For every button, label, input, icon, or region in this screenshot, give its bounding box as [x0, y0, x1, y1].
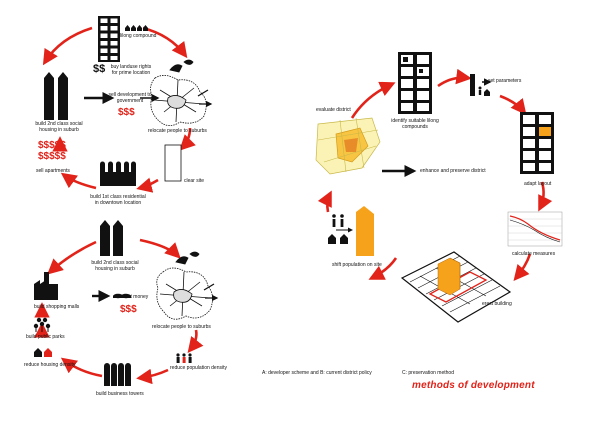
houses-icon — [34, 348, 52, 357]
identify-grid-icon — [398, 52, 432, 114]
label-adapt: adapt layout — [524, 181, 552, 187]
comb-building-icon — [100, 161, 136, 186]
label-housing-density: reduce housing density — [24, 362, 76, 368]
measures-chart-icon — [507, 211, 563, 247]
label-buy-rights: buy landuse rights for prime location — [110, 64, 152, 76]
money-big-2: $$$$$ — [38, 151, 66, 162]
label-sell-development: sell development to government — [108, 92, 152, 104]
caption-right: C: preservation method — [402, 370, 454, 376]
money-b: $$$ — [120, 304, 137, 315]
cycle-a-arrow-5 — [60, 172, 97, 190]
label-shopping: build shopping malls — [34, 304, 80, 310]
building-site-icon — [400, 251, 512, 323]
cycle-a-arrow-1 — [42, 26, 93, 66]
people-icon — [176, 353, 192, 363]
label-erect: erect building — [482, 301, 512, 307]
shift-population-icon — [328, 206, 374, 256]
cycle-a-arrow-3 — [179, 127, 196, 151]
label-sell-apartments: sell apartments — [36, 168, 70, 174]
public-parks-icon — [33, 317, 51, 332]
lilong-compound-icon — [98, 16, 148, 62]
district-map-icon — [315, 117, 381, 175]
money-stack-icon — [113, 293, 131, 299]
cycle-a-arrow-4 — [136, 177, 159, 193]
cycle-a — [42, 16, 211, 193]
label-clear-site: clear site — [184, 178, 205, 184]
label-shift: shift population on site — [332, 262, 382, 268]
page-title: methods of development — [412, 380, 535, 391]
label-lilong-compound: lilong compound — [120, 33, 157, 39]
city-map-b — [156, 251, 217, 320]
label-parks: build public parks — [26, 334, 65, 340]
city-map-a — [150, 59, 211, 126]
label-set-params: set parameters — [488, 78, 522, 84]
label-business-towers: build business towers — [96, 391, 144, 397]
caption-left: A: developer scheme and B: current distr… — [262, 370, 372, 376]
business-towers-icon — [104, 363, 131, 386]
label-relocate-b: relocate people to suburbs — [152, 324, 211, 330]
money-big-1: $$$$$ — [38, 140, 66, 151]
label-build-2nd-b: build 2nd class social housing in suburb — [91, 260, 139, 272]
label-attract-money: attract money — [118, 294, 149, 300]
adapt-layout-icon — [520, 112, 554, 174]
money-gov: $$$ — [118, 107, 135, 118]
label-evaluate: evaluate district — [316, 107, 351, 113]
label-population-density: reduce population density — [170, 365, 227, 371]
two-towers-icon-b — [100, 220, 123, 256]
cycle-b — [33, 220, 217, 386]
label-build-1st: build 1st class residential in downtown … — [90, 194, 146, 206]
label-enhance: enhance and preserve district — [420, 168, 486, 174]
label-relocate-a: relocate people to suburbs — [148, 128, 207, 134]
money-black-dollar: $$ — [93, 63, 106, 75]
two-towers-icon — [44, 72, 68, 120]
label-build-2nd-a: build 2nd class social housing in suburb — [35, 121, 83, 133]
label-identify: identify suitable lilong compounds — [391, 118, 439, 130]
parameters-icon — [470, 74, 490, 96]
shopping-mall-icon — [34, 272, 58, 300]
cycle-c — [315, 52, 563, 323]
clear-site-icon — [164, 144, 182, 182]
label-calculate: calculate measures — [512, 251, 556, 257]
